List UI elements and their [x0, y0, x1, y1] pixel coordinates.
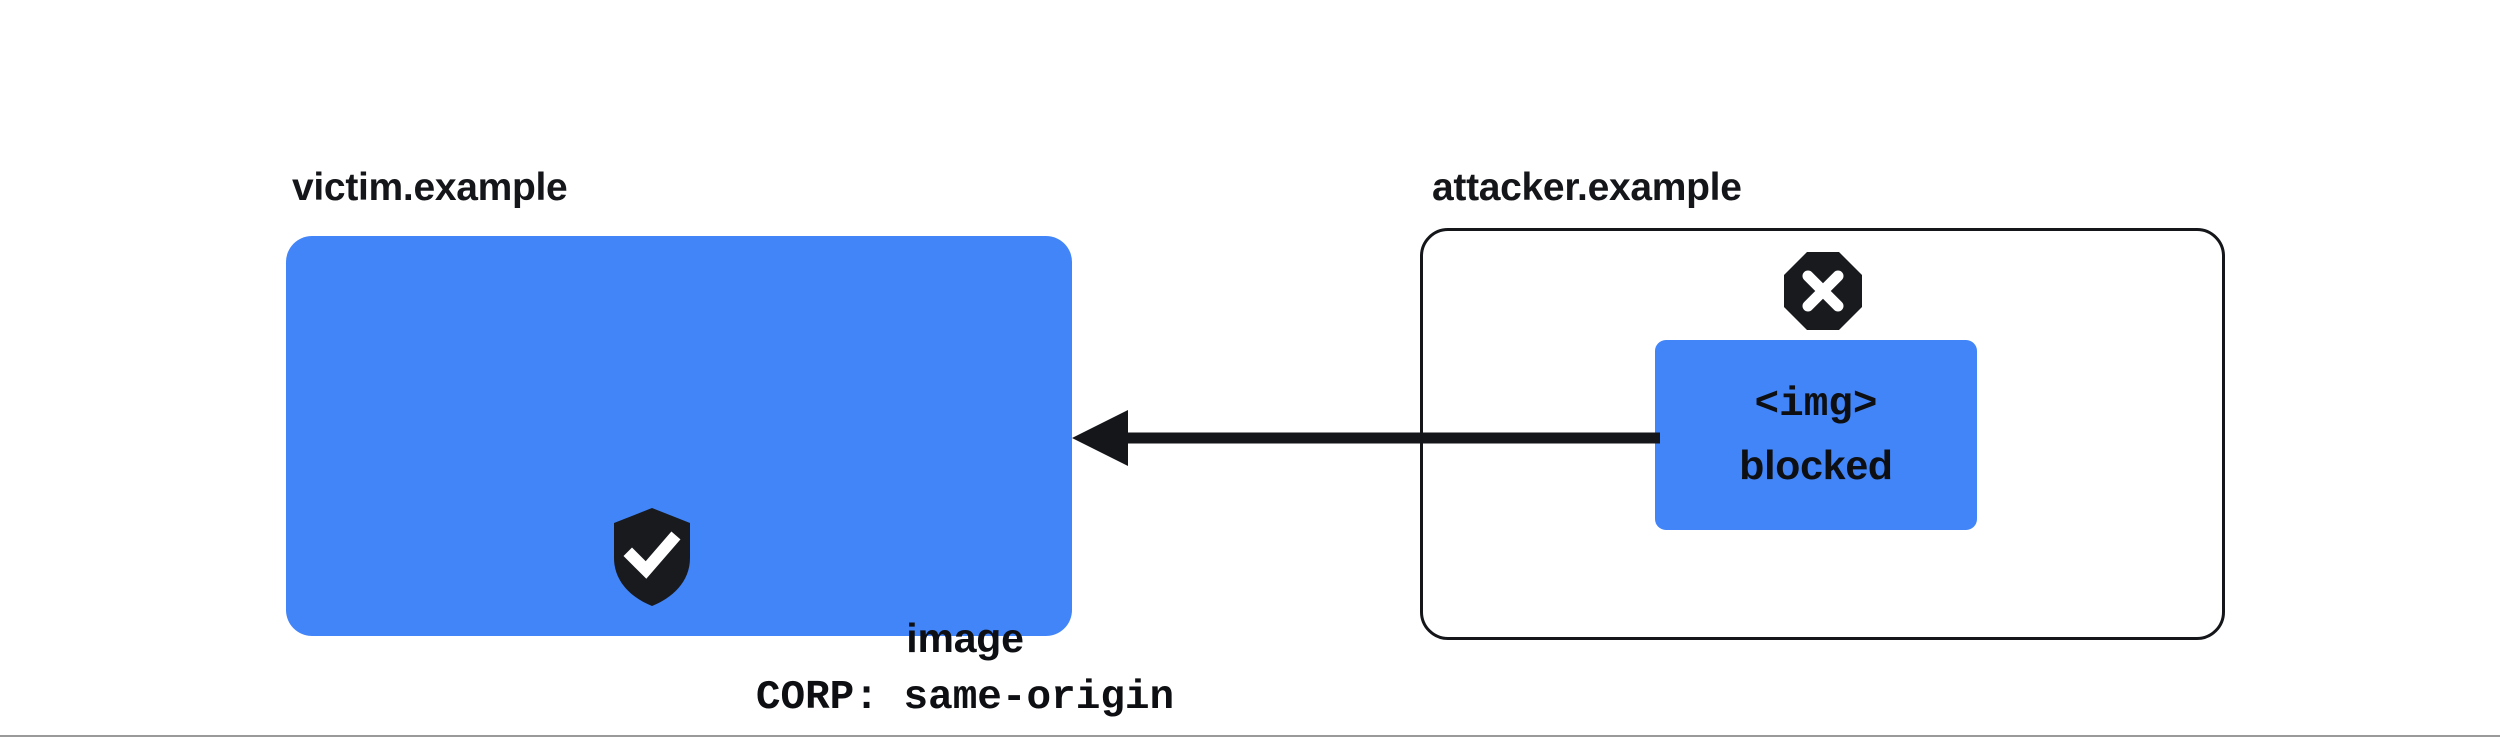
attacker-origin-label: attacker.example: [1432, 166, 1742, 209]
victim-corp-header: CORP: same-origin: [755, 675, 1175, 721]
victim-origin-label: victim.example: [292, 166, 568, 209]
shield-check-icon: [614, 508, 690, 606]
octagon-x-icon: [1784, 252, 1862, 330]
victim-resource-box: image CORP: same-origin: [286, 236, 1174, 721]
bottom-divider: [0, 735, 2500, 737]
attacker-img-card: <img> blocked: [1655, 340, 1977, 530]
blocked-request-arrow: [1072, 410, 1660, 466]
victim-resource-name: image: [906, 615, 1024, 661]
victim-resource-text: image CORP: same-origin: [572, 608, 1358, 728]
attacker-img-status: blocked: [1739, 442, 1893, 488]
attacker-img-card-text: <img> blocked: [1655, 375, 1977, 495]
attacker-img-tag: <img>: [1754, 382, 1878, 428]
